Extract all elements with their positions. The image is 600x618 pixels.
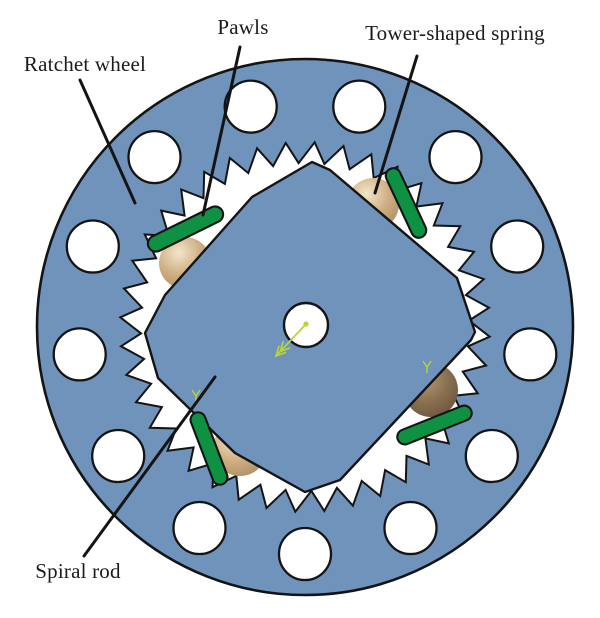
leader-line-tower-shaped-spring	[373, 54, 419, 195]
pawl-lower-right	[396, 404, 473, 446]
bolt-hole	[65, 219, 120, 274]
bolt-hole	[464, 428, 519, 484]
bolt-hole	[428, 129, 483, 185]
bolt-hole	[490, 219, 545, 274]
pawl-upper-left	[146, 205, 225, 253]
label-pawls: Pawls	[217, 15, 269, 39]
pawl-lower-left	[189, 411, 229, 486]
bolt-hole	[332, 79, 387, 134]
leader-line-spiral-rod	[82, 375, 217, 558]
pawl-upper-right	[384, 167, 428, 239]
cad-vertex-mark	[422, 360, 432, 373]
bolt-hole	[127, 129, 182, 185]
label-ratchet-wheel: Ratchet wheel	[23, 52, 147, 76]
label-spiral-rod: Spiral rod	[35, 559, 121, 583]
bolt-hole	[277, 526, 333, 582]
bolt-hole	[172, 500, 227, 556]
bolt-hole	[91, 428, 146, 484]
bolt-hole	[503, 327, 558, 382]
axis-origin-dot	[303, 321, 309, 327]
leader-line-ratchet-wheel	[78, 78, 137, 205]
bolt-hole	[383, 500, 438, 556]
axis-arrow	[274, 323, 307, 358]
leader-line-pawls	[201, 45, 242, 217]
label-tower-shaped-spring: Tower-shaped spring	[365, 21, 545, 45]
bolt-hole	[52, 327, 107, 382]
bolt-hole	[223, 79, 278, 134]
